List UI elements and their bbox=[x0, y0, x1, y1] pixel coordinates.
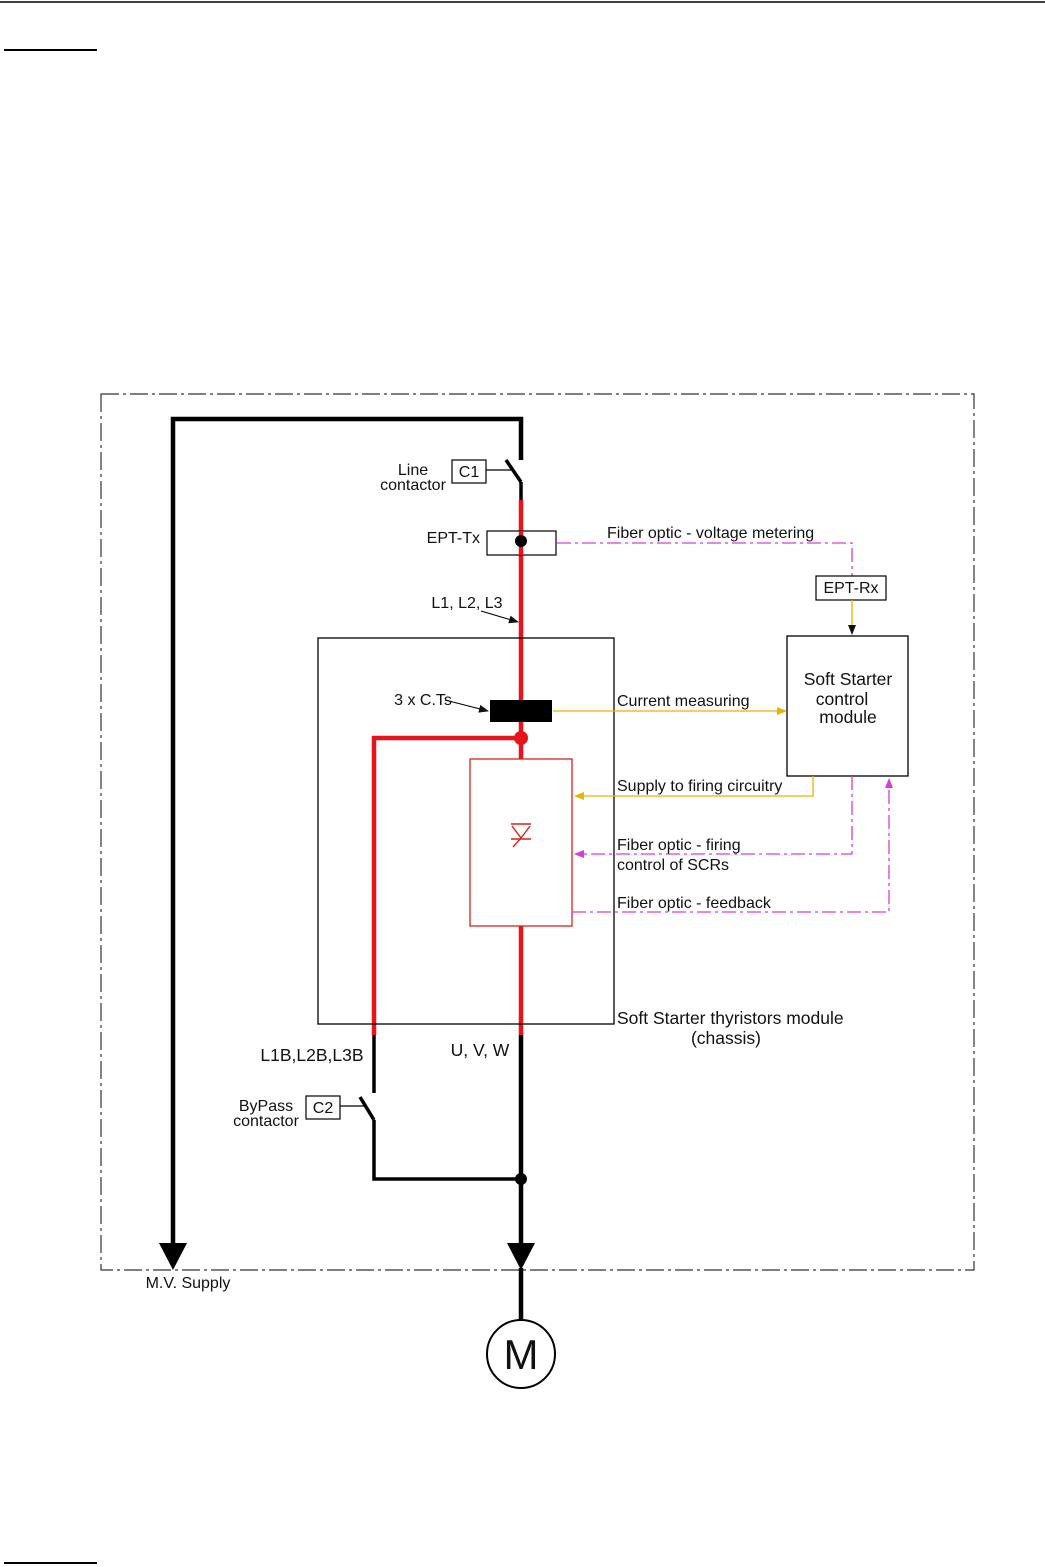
c2-box bbox=[305, 1095, 341, 1120]
c1-box bbox=[451, 459, 487, 484]
fiber-firing-label-2: control of SCRs bbox=[617, 857, 729, 874]
bypass-red-line bbox=[371, 735, 521, 1035]
l123-label: L1, L2, L3 bbox=[431, 595, 502, 612]
control-module-label-3: module bbox=[819, 707, 876, 727]
l123b-label: L1B,L2B,L3B bbox=[260, 1045, 363, 1065]
junction-node-upper bbox=[514, 731, 528, 745]
scr-box bbox=[469, 758, 573, 927]
thyristor-module-label-1: Soft Starter thyristors module bbox=[617, 1008, 844, 1028]
current-measuring-label: Current measuring bbox=[617, 693, 750, 710]
thyristor-chassis-box bbox=[317, 637, 615, 1025]
ept-rx-box bbox=[815, 575, 887, 601]
mv-supply-label: M.V. Supply bbox=[146, 1275, 231, 1292]
fiber-firing-line bbox=[574, 776, 853, 858]
bypass-return bbox=[372, 1120, 521, 1181]
uvw-label: U, V, W bbox=[451, 1040, 510, 1060]
bypass-contactor-label: ByPass bbox=[239, 1098, 293, 1115]
fiber-firing-label-1: Fiber optic - firing bbox=[617, 837, 741, 854]
mv-supply-arrow bbox=[159, 1243, 187, 1270]
line-contactor-label-2: contactor bbox=[380, 477, 446, 494]
junction-node-lower bbox=[515, 1173, 527, 1185]
voltage-fiber-line bbox=[557, 542, 853, 576]
control-module-label-2: control bbox=[816, 689, 869, 709]
l123-pointer bbox=[480, 610, 519, 624]
ct-block bbox=[490, 700, 552, 722]
fiber-feedback-label: Fiber optic - feedback bbox=[617, 895, 772, 912]
cts-label: 3 x C.Ts bbox=[394, 692, 452, 709]
control-module-label-1: Soft Starter bbox=[804, 669, 893, 689]
thyristor-module-label-2: (chassis) bbox=[691, 1028, 761, 1048]
bypass-switch bbox=[358, 1096, 376, 1121]
ept-rx-label: EPT-Rx bbox=[823, 580, 878, 597]
bypass-contactor-label-2: contactor bbox=[233, 1113, 299, 1130]
ept-tx-label: EPT-Tx bbox=[427, 530, 480, 547]
motor-label: M bbox=[504, 1331, 539, 1378]
enclosure-boundary bbox=[100, 393, 975, 1271]
fiber-feedback-line bbox=[572, 778, 893, 913]
line-contactor-label: Line bbox=[398, 462, 428, 479]
motor-feed-arrow bbox=[507, 1243, 535, 1270]
supply-firing-label: Supply to firing circuitry bbox=[617, 778, 782, 795]
thyristor-icon bbox=[511, 823, 531, 848]
motor-icon bbox=[486, 1319, 556, 1389]
ct-pointer bbox=[444, 699, 489, 713]
mv-supply-line bbox=[170, 416, 524, 1244]
control-module-box bbox=[786, 635, 909, 777]
ept-tx-node bbox=[515, 535, 527, 547]
fiber-voltage-label: Fiber optic - voltage metering bbox=[607, 525, 814, 542]
c2-label: C2 bbox=[313, 1100, 334, 1117]
line-contactor-switch bbox=[504, 459, 523, 483]
c1-label: C1 bbox=[459, 464, 480, 481]
supply-firing-line bbox=[574, 776, 814, 800]
